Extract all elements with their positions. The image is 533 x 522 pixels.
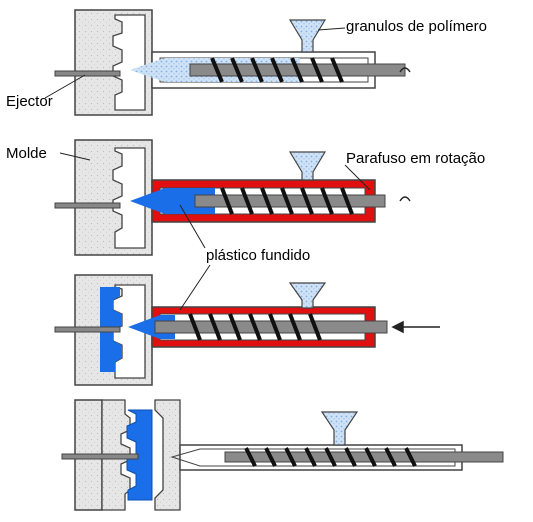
ejector-pin xyxy=(54,202,121,209)
hopper xyxy=(320,411,359,446)
mold-block xyxy=(74,9,153,116)
rotation-arrow-icon xyxy=(399,196,411,202)
screw-flights xyxy=(244,447,417,467)
screw-leader xyxy=(344,164,371,191)
mold-label: Molde xyxy=(6,145,47,162)
melt-leader xyxy=(179,204,206,249)
melt-label: plástico fundido xyxy=(206,247,310,264)
screw-label: Parafuso em rotação xyxy=(346,150,485,167)
hopper xyxy=(288,19,327,53)
stage-1-feeding: granulos de polímero Ejector xyxy=(6,9,487,116)
ejector-leader xyxy=(44,74,86,99)
mold-block xyxy=(74,139,153,256)
hopper xyxy=(288,282,327,309)
moving-mold-half xyxy=(154,399,181,511)
hopper xyxy=(288,151,327,181)
screw-flights xyxy=(188,313,322,341)
push-arrow-icon xyxy=(391,320,440,334)
stage-2-melting: Molde Parafuso em rotação plástico fundi… xyxy=(6,139,485,264)
screw-flights xyxy=(220,187,354,215)
screw-shaft xyxy=(224,451,504,463)
ejector-pin xyxy=(54,70,121,77)
ejector-pin xyxy=(61,453,139,460)
screw-flights xyxy=(210,57,344,83)
stage-3-injection xyxy=(54,264,440,386)
granules-label: granulos de polímero xyxy=(346,18,487,35)
mold-leader xyxy=(59,152,91,161)
stage-4-ejection xyxy=(61,399,504,511)
melt-leader xyxy=(179,264,211,311)
ejector-label: Ejector xyxy=(6,93,53,110)
ejector-pin xyxy=(54,326,121,333)
granules-leader xyxy=(317,27,346,31)
ejected-part xyxy=(126,409,153,501)
melt-front xyxy=(130,188,215,214)
screw-shaft xyxy=(154,320,388,334)
rotation-arrow-icon xyxy=(399,67,411,73)
